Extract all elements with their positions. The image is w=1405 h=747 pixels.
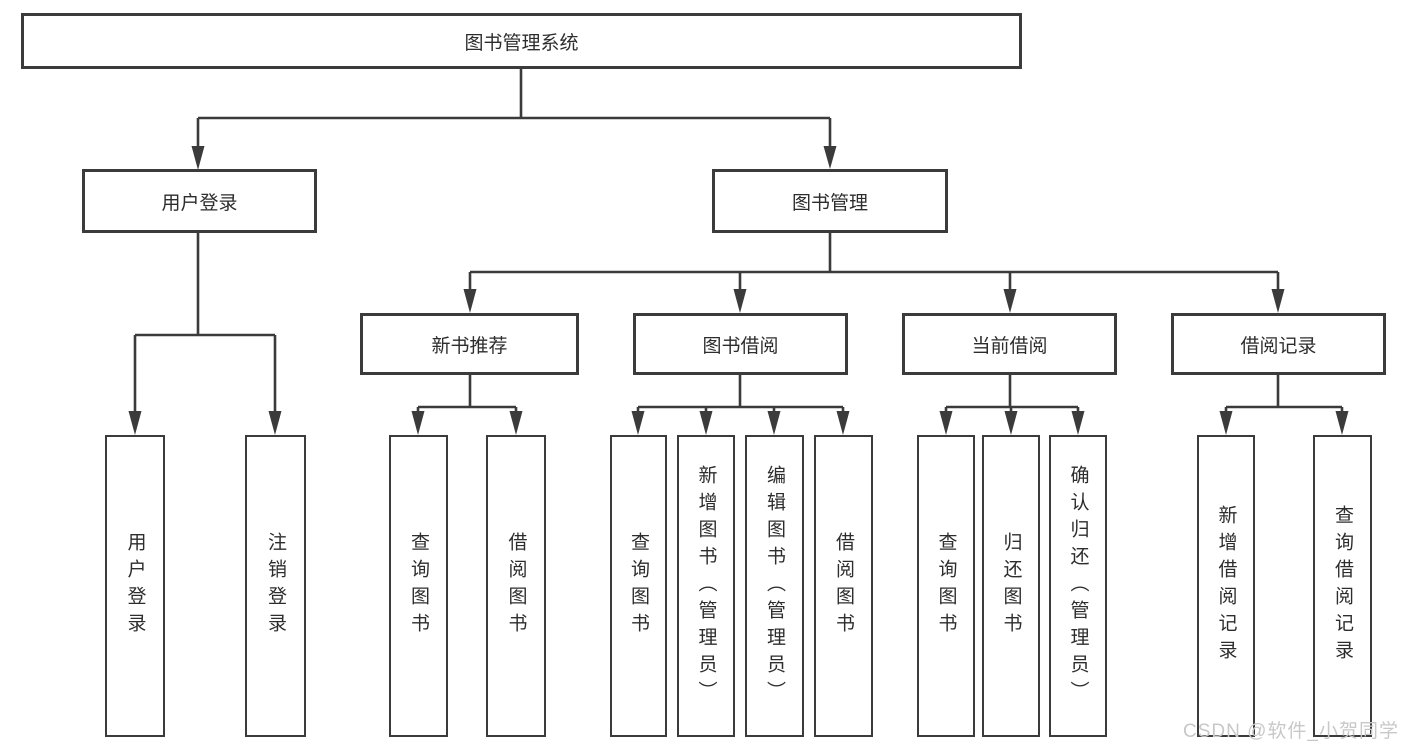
leaf-user-login: 用户登录 (105, 435, 165, 737)
watermark: CSDN @软件_小贺同学 (1183, 721, 1399, 742)
node-label: 用户登录 (161, 192, 238, 214)
leaf-logout: 注销登录 (245, 435, 306, 737)
node-label: 归还图书 (1000, 532, 1022, 640)
leaf-borrow-books-2: 借阅图书 (814, 435, 873, 737)
node-label: 当前借阅 (971, 335, 1048, 357)
node-root: 图书管理系统 (21, 13, 1022, 69)
leaf-edit-books-admin: 编辑图书（管理员） (745, 435, 804, 737)
node-label: 确认归还（管理员） (1067, 464, 1089, 708)
node-label: 新增图书（管理员） (695, 464, 717, 708)
node-label: 注销登录 (265, 532, 286, 640)
leaf-add-books-admin: 新增图书（管理员） (677, 435, 735, 737)
leaf-query-borrow-record: 查询借阅记录 (1313, 435, 1372, 737)
node-label: 借阅图书 (833, 532, 854, 640)
leaf-borrow-books-1: 借阅图书 (486, 435, 546, 737)
node-label: 新书推荐 (431, 335, 508, 357)
node-user-login: 用户登录 (82, 169, 317, 233)
leaf-return-books: 归还图书 (982, 435, 1040, 737)
node-new-book-recommend: 新书推荐 (360, 313, 579, 375)
node-label: 借阅记录 (1240, 335, 1317, 357)
node-book-management: 图书管理 (712, 169, 948, 233)
node-label: 图书管理系统 (464, 32, 579, 54)
leaf-query-books-2: 查询图书 (610, 435, 667, 737)
node-label: 查询图书 (628, 532, 649, 640)
node-book-borrowing: 图书借阅 (633, 313, 848, 375)
node-label: 图书借阅 (702, 335, 779, 357)
node-label: 用户登录 (124, 532, 146, 640)
leaf-query-books-1: 查询图书 (389, 435, 448, 737)
node-borrowing-records: 借阅记录 (1171, 313, 1386, 375)
leaf-add-borrow-record: 新增借阅记录 (1197, 435, 1255, 737)
node-label: 查询图书 (408, 532, 429, 640)
node-label: 借阅图书 (505, 532, 527, 640)
node-label: 编辑图书（管理员） (764, 464, 785, 708)
node-current-borrowing: 当前借阅 (902, 313, 1117, 375)
node-label: 新增借阅记录 (1215, 505, 1237, 667)
leaf-confirm-return-admin: 确认归还（管理员） (1049, 435, 1107, 737)
node-label: 图书管理 (791, 192, 868, 214)
leaf-query-books-3: 查询图书 (917, 435, 975, 737)
node-label: 查询借阅记录 (1332, 505, 1353, 667)
node-label: 查询图书 (935, 532, 957, 640)
